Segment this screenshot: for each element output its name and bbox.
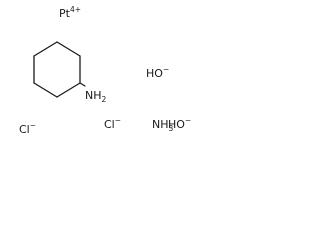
amine-symbol: NH bbox=[85, 89, 102, 102]
ammonia-molecule: NH3 bbox=[152, 118, 174, 133]
platinum-charge: 4+ bbox=[70, 5, 81, 14]
chloride-middle-symbol: Cl bbox=[104, 118, 115, 131]
chloride-ion-middle: Cl− bbox=[104, 116, 121, 131]
hydroxide-lower-symbol: HO bbox=[168, 118, 185, 131]
platinum-symbol: Pt bbox=[59, 7, 71, 20]
cyclohexane-ring bbox=[33, 41, 81, 98]
ring-bond bbox=[56, 41, 81, 57]
hydroxide-upper-charge: − bbox=[163, 65, 169, 74]
chemical-structure: Pt4+ NH2 HO− Cl− Cl− NH3 HO− bbox=[19, 5, 191, 136]
hydroxide-ion-lower: HO− bbox=[168, 116, 191, 131]
ring-bond bbox=[33, 41, 58, 57]
ammonia-subscript: 3 bbox=[169, 124, 174, 133]
hydroxide-upper-symbol: HO bbox=[146, 67, 163, 80]
chloride-ion-left: Cl− bbox=[19, 121, 36, 136]
ring-bond bbox=[33, 82, 58, 98]
chloride-left-symbol: Cl bbox=[19, 123, 30, 136]
chloride-middle-charge: − bbox=[115, 116, 121, 125]
hydroxide-lower-charge: − bbox=[185, 116, 191, 125]
chloride-left-charge: − bbox=[30, 121, 36, 130]
hydroxide-ion-upper: HO− bbox=[146, 65, 169, 80]
carbon-nitrogen-bond bbox=[79, 82, 86, 87]
platinum-ion: Pt4+ bbox=[59, 5, 81, 20]
amine-group: NH2 bbox=[85, 89, 107, 104]
ring-bond bbox=[56, 82, 81, 98]
ammonia-symbol: NH bbox=[152, 118, 169, 131]
amine-subscript: 2 bbox=[102, 95, 107, 104]
